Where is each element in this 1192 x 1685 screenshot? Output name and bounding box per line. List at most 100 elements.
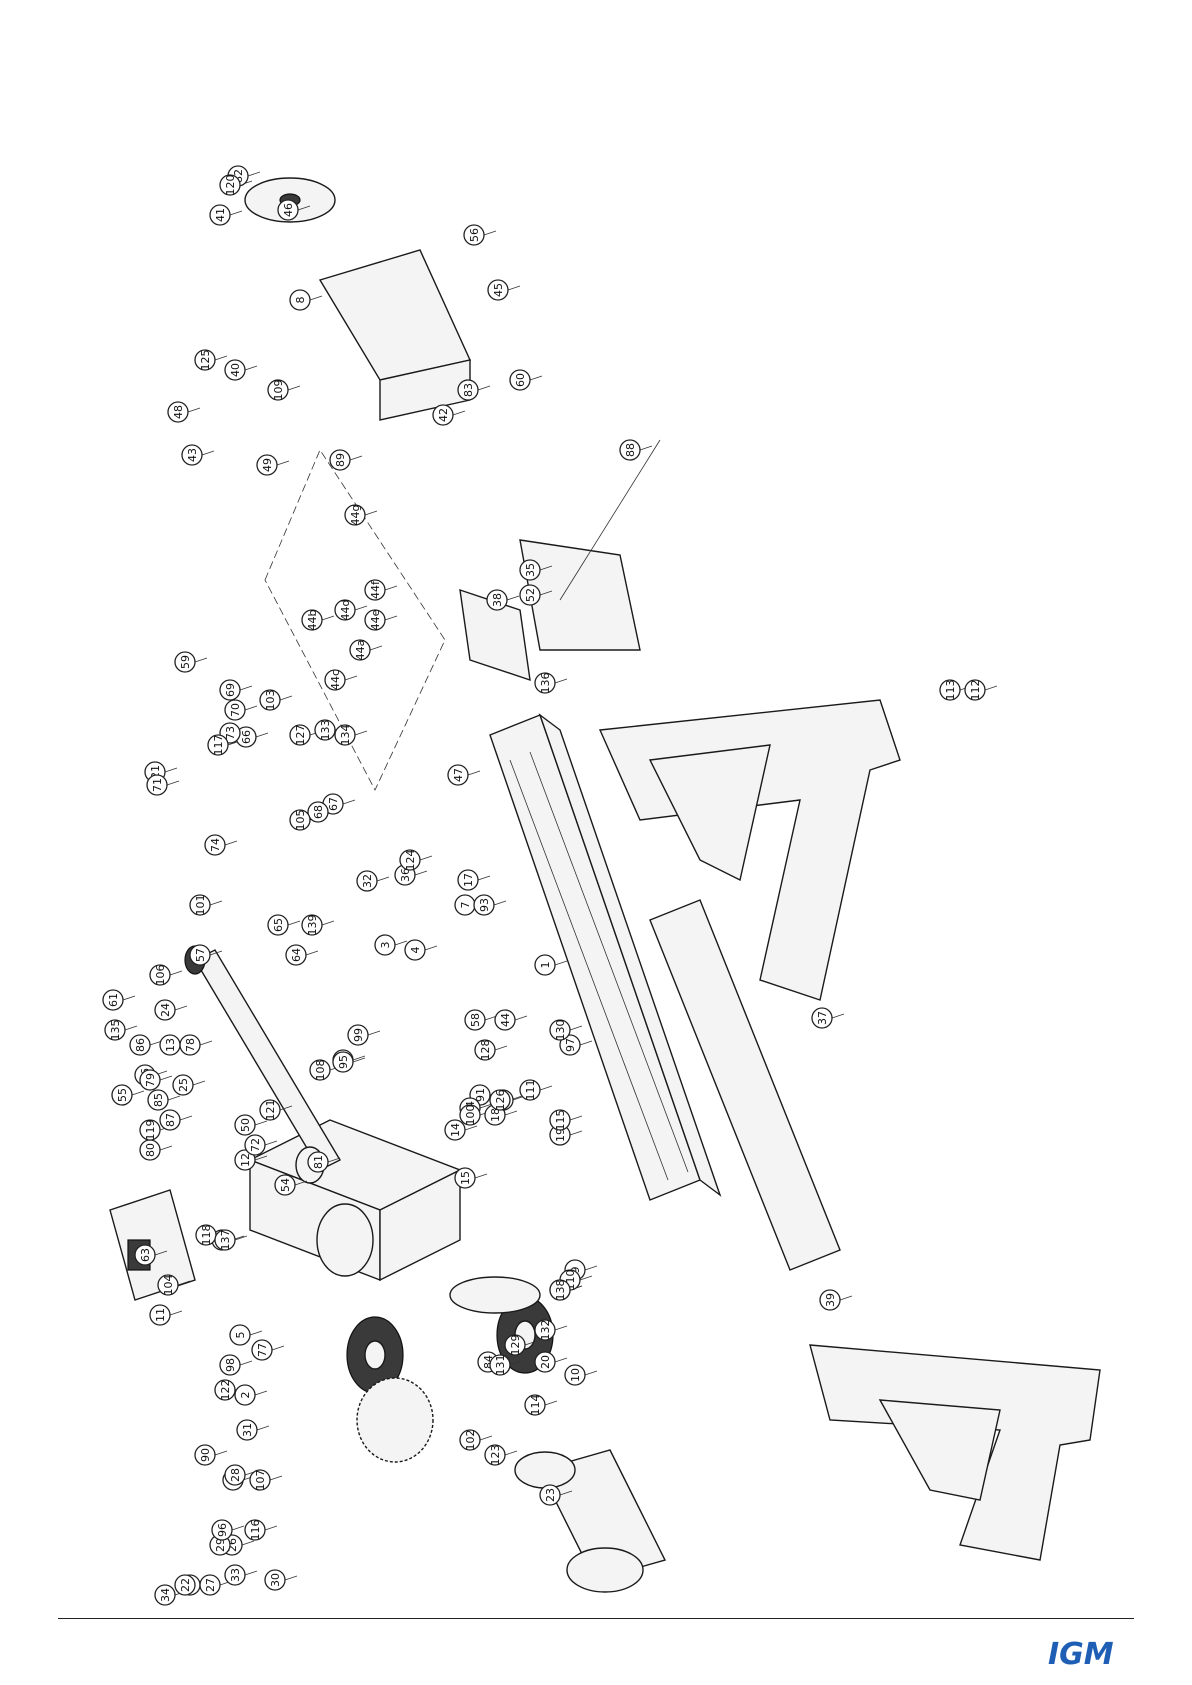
callout-label: 126 [494, 1090, 507, 1111]
callout-44a: 44a [349, 639, 371, 661]
callout-label: 73 [224, 726, 237, 740]
leader-line [254, 1155, 268, 1161]
leader-line [569, 1115, 583, 1121]
callout-label: 119 [144, 1120, 157, 1141]
callout-label: 44f [369, 580, 382, 599]
callout-44d: 44d [334, 599, 356, 621]
callout-label: 139 [306, 915, 319, 936]
leader-line [122, 995, 136, 1001]
callout-label: 128 [479, 1040, 492, 1061]
callout-60: 60 [509, 369, 531, 391]
callout-45: 45 [487, 279, 509, 301]
callout-label: 25 [177, 1078, 190, 1092]
callout-label: 46 [282, 203, 295, 217]
callout-label: 90 [199, 1448, 212, 1462]
callout-14: 14 [444, 1119, 466, 1141]
callout-label: 9 [569, 1267, 582, 1274]
leader-line [464, 1125, 478, 1131]
leader-line [255, 732, 269, 738]
left-leg-stand [809, 1344, 1101, 1561]
callout-label: 85 [152, 1093, 165, 1107]
callout-label: 70 [229, 703, 242, 717]
callout-label: 29 [214, 1538, 227, 1552]
callout-30: 30 [264, 1569, 286, 1591]
callout-label: 79 [144, 1073, 157, 1087]
callout-label: 10 [569, 1368, 582, 1382]
callout-label: 102 [464, 1430, 477, 1451]
callout-label: 83 [462, 383, 475, 397]
callout-13: 13 [159, 1034, 181, 1056]
leader-line [209, 900, 223, 906]
callout-122: 122 [214, 1379, 236, 1401]
callout-89: 89 [329, 449, 351, 471]
callout-126: 126 [489, 1089, 511, 1111]
callout-label: 7 [459, 902, 472, 909]
leader-line [187, 407, 201, 413]
callout-label: 28 [229, 1468, 242, 1482]
callout-43: 43 [181, 444, 203, 466]
leader-line [483, 230, 497, 236]
leader-line [831, 1013, 845, 1019]
callout-34: 34 [154, 1584, 176, 1606]
callout-label: 40 [229, 363, 242, 377]
leader-line [264, 1140, 278, 1146]
leader-line [167, 1095, 181, 1101]
callout-label: 77 [256, 1343, 269, 1357]
callout-label: 93 [478, 898, 491, 912]
callout-2: 2 [234, 1384, 256, 1406]
leader-line [224, 840, 238, 846]
leader-line [169, 970, 183, 976]
callout-134: 134 [334, 724, 356, 746]
leader-line [376, 876, 390, 882]
leader-line [214, 1450, 228, 1456]
leader-line [194, 657, 208, 663]
leader-line [367, 1030, 381, 1036]
leader-line [166, 780, 180, 786]
callout-label: 115 [554, 1110, 567, 1131]
leader-line [384, 615, 398, 621]
callout-label: 136 [539, 673, 552, 694]
callout-54: 54 [274, 1174, 296, 1196]
callout-label: 44c [329, 670, 342, 690]
callout-label: 57 [194, 948, 207, 962]
leader-line [539, 590, 553, 596]
callout-label: 97 [564, 1038, 577, 1052]
leader-line [231, 1525, 245, 1531]
callout-label: 11 [154, 1308, 167, 1322]
leader-line [271, 1345, 285, 1351]
leader-line [554, 678, 568, 684]
leader-line [254, 1120, 268, 1126]
callout-22: 22 [174, 1574, 196, 1596]
callout-label: 74 [209, 838, 222, 852]
leader-line [639, 445, 653, 451]
callout-87: 87 [159, 1109, 181, 1131]
callout-31: 31 [236, 1419, 258, 1441]
callout-label: 44e [369, 609, 382, 630]
callout-label: 133 [319, 720, 332, 741]
callout-56: 56 [463, 224, 485, 246]
leader-line [352, 1057, 366, 1063]
leader-line [559, 1490, 573, 1496]
callout-label: 55 [116, 1088, 129, 1102]
callout-label: 52 [524, 588, 537, 602]
callout-135: 135 [104, 1019, 126, 1041]
callout-133: 133 [314, 719, 336, 741]
callout-label: 134 [339, 725, 352, 746]
callout-label: 43 [186, 448, 199, 462]
callout-139: 139 [301, 914, 323, 936]
callout-103: 103 [259, 689, 281, 711]
callout-52: 52 [519, 584, 541, 606]
callout-label: 101 [194, 895, 207, 916]
callout-117: 117 [207, 734, 229, 756]
callout-label: 91 [474, 1088, 487, 1102]
callout-5: 5 [229, 1324, 251, 1346]
callout-68: 68 [307, 801, 329, 823]
leader-line [384, 585, 398, 591]
callout-label: 105 [294, 810, 307, 831]
callout-label: 59 [179, 655, 192, 669]
callout-label: 12 [239, 1153, 252, 1167]
callout-25: 25 [172, 1074, 194, 1096]
leader-line [164, 767, 178, 773]
leader-line [452, 410, 466, 416]
callout-label: 31 [241, 1423, 254, 1437]
